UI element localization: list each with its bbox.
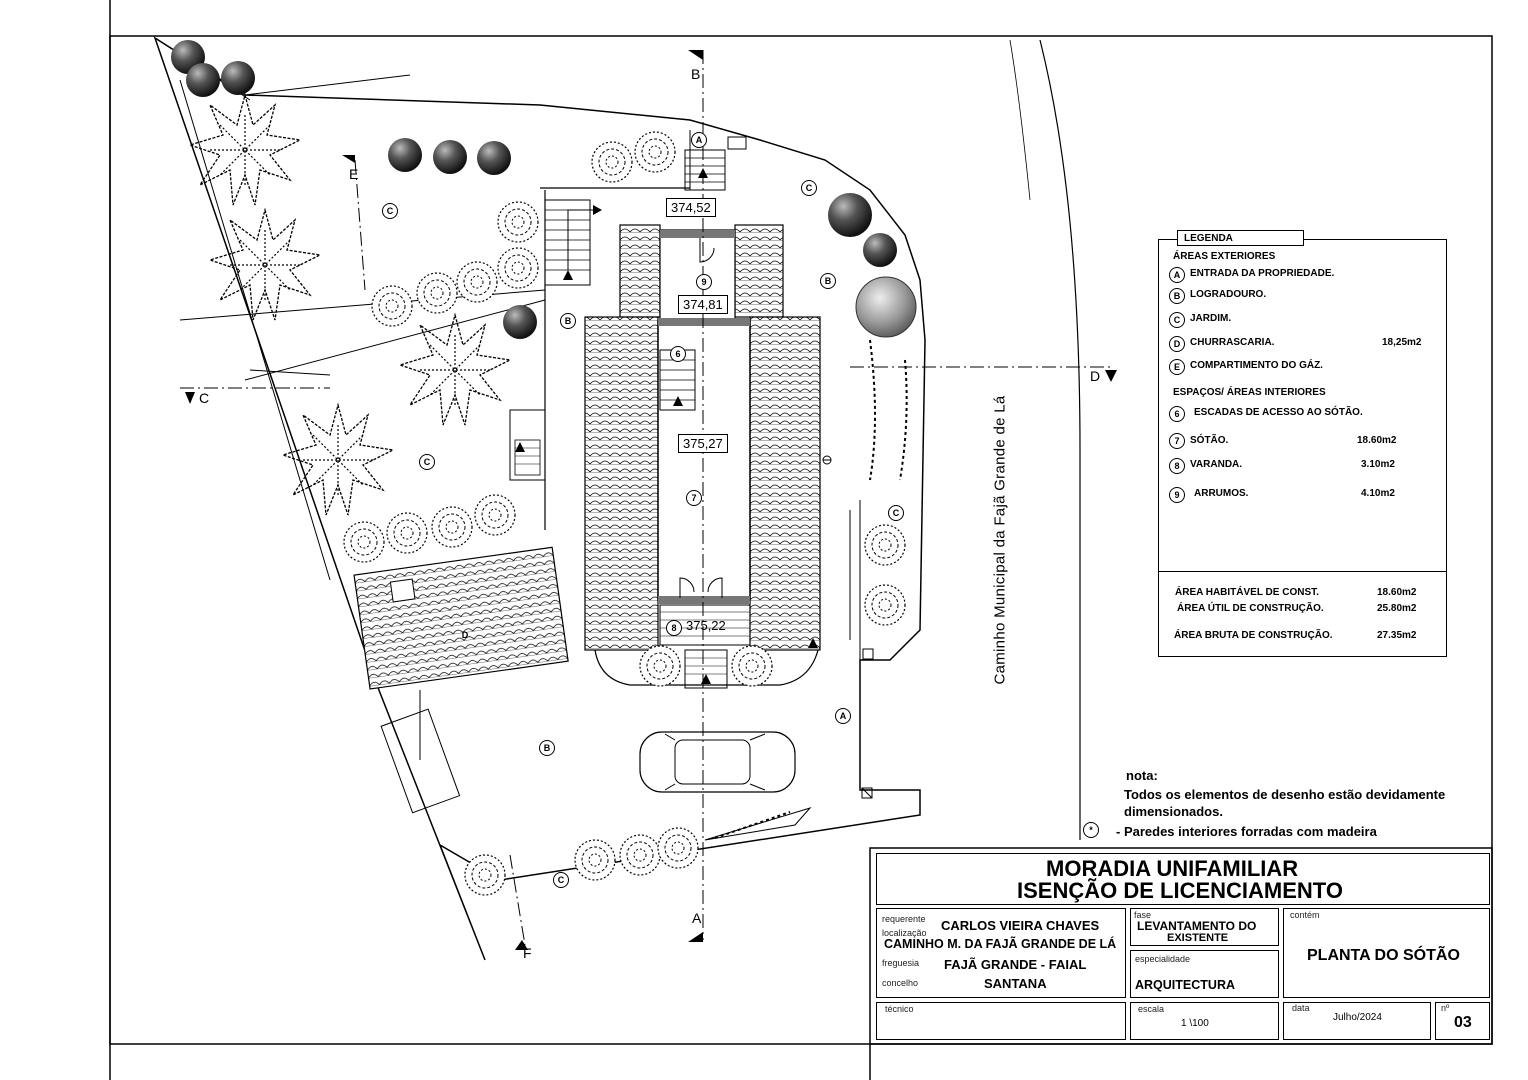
freguesia-label: freguesia — [882, 958, 920, 968]
title-header-box — [876, 853, 1490, 905]
legend-key-a: A — [1169, 267, 1185, 283]
tecnico-box — [876, 1002, 1126, 1040]
zone-marker-c: C — [553, 872, 569, 888]
tecnico-label: técnico — [885, 1004, 914, 1014]
total-bruta-value: 27.35m2 — [1377, 630, 1417, 641]
elevation-box: 374,81 — [678, 295, 728, 314]
zone-marker-a: A — [691, 132, 707, 148]
project-title: MORADIA UNIFAMILIAR — [1046, 856, 1299, 881]
section-label-a: A — [692, 910, 702, 926]
contem-label: contém — [1290, 910, 1320, 920]
fase-value: EXISTENTE — [1167, 932, 1229, 944]
localizacao-value: CAMINHO M. DA FAJÃ GRANDE DE LÁ — [884, 937, 1117, 951]
zone-marker-b: B — [539, 740, 555, 756]
legend-item-d: CHURRASCARIA. — [1190, 337, 1275, 348]
zone-marker-c: C — [382, 203, 398, 219]
section-label-d: D — [1090, 368, 1101, 384]
contem-value: PLANTA DO SÓTÃO — [1307, 947, 1460, 964]
legend-item-c: JARDIM. — [1190, 313, 1232, 324]
elevation-box: 375,22 — [686, 618, 726, 633]
fase-value: LEVANTAMENTO DO — [1137, 919, 1257, 933]
especialidade-box — [1130, 950, 1279, 998]
total-bruta-label: ÁREA BRUTA DE CONSTRUÇÃO. — [1174, 630, 1333, 641]
localizacao-label: localização — [882, 928, 927, 938]
legend-title: LEGENDA — [1177, 230, 1304, 246]
fase-box — [1130, 908, 1279, 946]
legend-area-d: 18,25m2 — [1382, 337, 1422, 348]
elevation-box: 375,27 — [678, 434, 728, 453]
total-util-value: 25.80m2 — [1377, 603, 1417, 614]
legend-exterior-heading: ÁREAS EXTERIORES — [1173, 251, 1276, 262]
legend-key-c: C — [1169, 312, 1185, 328]
contem-box — [1283, 908, 1490, 998]
legend-key-b: B — [1169, 288, 1185, 304]
note-star: * — [1083, 822, 1099, 838]
legend-area-9: 4.10m2 — [1361, 488, 1395, 499]
escala-value: 1 \100 — [1181, 1018, 1209, 1029]
zone-marker-8: 8 — [666, 620, 682, 636]
car — [639, 731, 796, 793]
legend-key-9: 9 — [1169, 487, 1185, 503]
legend-area-7: 18.60m2 — [1357, 435, 1397, 446]
section-label-b: B — [691, 66, 701, 82]
elevation-box: 374,52 — [666, 198, 716, 217]
zone-marker-7: 7 — [686, 490, 702, 506]
zone-marker-b: B — [560, 313, 576, 329]
freguesia-value: FAJÃ GRANDE - FAIAL — [944, 957, 1087, 972]
concelho-value: SANTANA — [984, 976, 1047, 991]
legend-item-7: SÓTÃO. — [1190, 435, 1229, 446]
legend-key-d: D — [1169, 336, 1185, 352]
data-box — [1283, 1002, 1431, 1040]
requerente-label: requerente — [882, 914, 926, 924]
section-label-c: C — [199, 390, 210, 406]
legend-item-e: COMPARTIMENTO DO GÁZ. — [1190, 360, 1323, 371]
sheet-number-box — [1435, 1002, 1490, 1040]
legend-interior-heading: ESPAÇOS/ ÁREAS INTERIORES — [1173, 387, 1326, 398]
legend-item-a: ENTRADA DA PROPRIEDADE. — [1190, 268, 1335, 279]
note-line: Todos os elementos de desenho estão devi… — [1124, 787, 1446, 802]
dark-shrubs — [171, 40, 917, 339]
legend-key-8: 8 — [1169, 458, 1185, 474]
legend-area-8: 3.10m2 — [1361, 459, 1395, 470]
escala-label: escala — [1138, 1004, 1165, 1014]
total-habitavel-label: ÁREA HABITÁVEL DE CONST. — [1175, 587, 1319, 598]
section-label-e: E — [349, 166, 359, 182]
total-util-label: ÁREA ÚTIL DE CONSTRUÇÃO. — [1177, 603, 1324, 614]
zone-marker-6: 6 — [670, 346, 686, 362]
especialidade-value: ARQUITECTURA — [1135, 978, 1235, 992]
road-label: Caminho Municipal da Fajã Grande de Lá — [991, 395, 1009, 685]
fase-label: fase — [1134, 910, 1152, 920]
sheet-number-value: 03 — [1454, 1014, 1472, 1031]
legend-item-9: ARRUMOS. — [1194, 488, 1249, 499]
total-habitavel-value: 18.60m2 — [1377, 587, 1417, 598]
zone-marker-9: 9 — [696, 274, 712, 290]
legend-item-6: ESCADAS DE ACESSO AO SÓTÃO. — [1194, 407, 1363, 418]
data-label: data — [1292, 1003, 1310, 1013]
escala-box — [1130, 1002, 1279, 1040]
project-subtitle: ISENÇÃO DE LICENCIAMENTO — [1017, 878, 1343, 903]
zone-marker-a: A — [835, 708, 851, 724]
note-line: dimensionados. — [1124, 804, 1223, 819]
legend-item-8: VARANDA. — [1190, 459, 1243, 470]
section-label-f: F — [523, 945, 532, 961]
zone-marker-c: C — [888, 505, 904, 521]
legend-item-b: LOGRADOURO. — [1190, 289, 1267, 300]
concelho-label: concelho — [882, 978, 919, 988]
zone-marker-b: B — [820, 273, 836, 289]
legend-divider — [1158, 571, 1447, 572]
zone-marker-c: C — [419, 454, 435, 470]
legend-key-e: E — [1169, 359, 1185, 375]
zone-marker-d: D — [461, 630, 469, 640]
sheet-number-label: nº — [1441, 1003, 1450, 1013]
note-heading: nota: — [1126, 768, 1158, 783]
especialidade-label: especialidade — [1135, 954, 1191, 964]
legend-key-6: 6 — [1169, 406, 1185, 422]
client-box — [876, 908, 1126, 998]
zone-marker-c: C — [801, 180, 817, 196]
legend-key-7: 7 — [1169, 433, 1185, 449]
data-value: Julho/2024 — [1333, 1012, 1382, 1023]
note-line: - Paredes interiores forradas com madeir… — [1116, 824, 1377, 839]
requerente-value: CARLOS VIEIRA CHAVES — [941, 918, 1100, 933]
